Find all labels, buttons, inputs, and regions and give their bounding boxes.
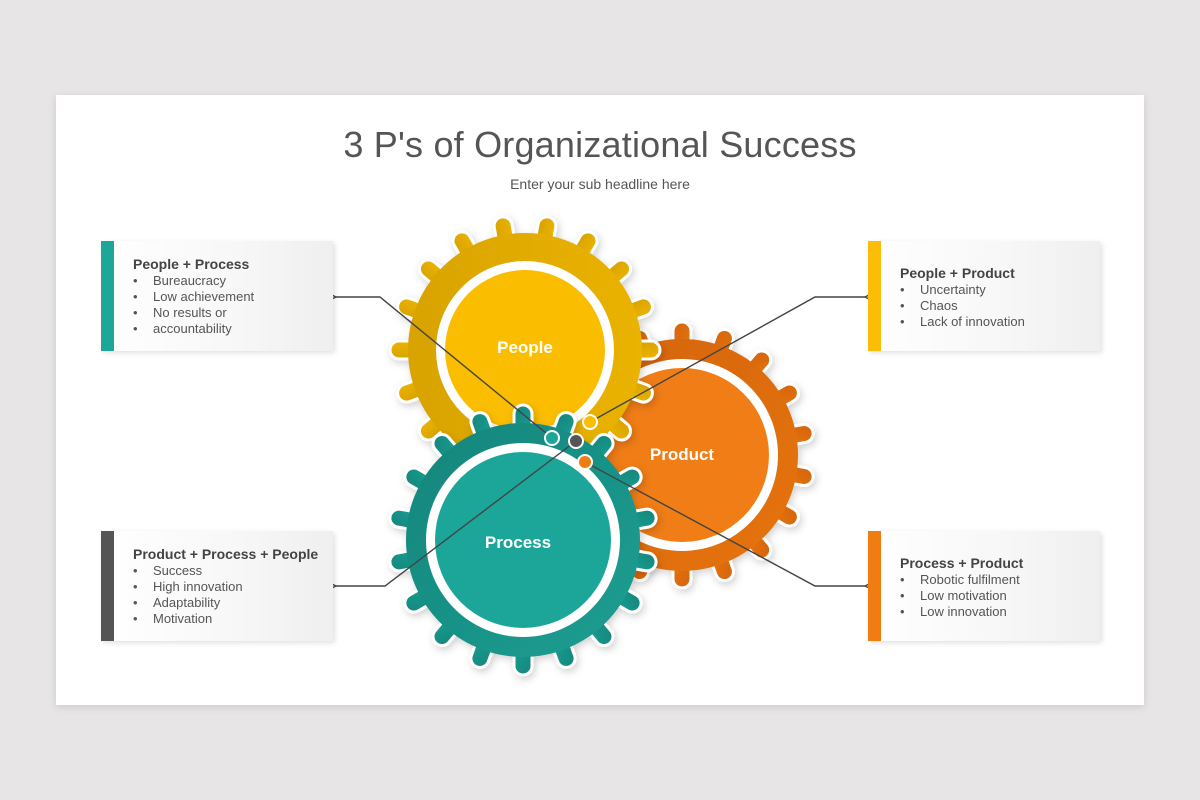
card-list: Success High innovation Adaptability Mot… (133, 563, 327, 627)
list-item: Lack of innovation (900, 314, 1094, 330)
dot-people-product (582, 414, 598, 430)
connector-people-product (589, 297, 865, 423)
card-process-product: Process + Product Robotic fulfilment Low… (868, 531, 1100, 641)
card-list: Bureaucracy Low achievement No results o… (133, 273, 327, 337)
list-item: Adaptability (133, 595, 327, 611)
list-item: Bureaucracy (133, 273, 327, 289)
process-gear-label: Process (484, 533, 552, 552)
connector-people-process (336, 297, 553, 439)
list-item: Success (133, 563, 327, 579)
card-list: Robotic fulfilment Low motivation Low in… (900, 572, 1094, 620)
list-item: Low achievement (133, 289, 327, 305)
card-all-three: Product + Process + People Success High … (101, 531, 333, 641)
dot-people-process (544, 430, 560, 446)
slide-subtitle: Enter your sub headline here (510, 176, 690, 192)
product-gear-label: Product (649, 445, 715, 464)
card-heading: People + Process (133, 256, 250, 272)
connector-lines (336, 297, 865, 586)
card-accent-bar (868, 531, 881, 641)
list-item: High innovation (133, 579, 327, 595)
card-accent-bar (868, 241, 881, 351)
list-item: Uncertainty (900, 282, 1094, 298)
dot-process-product (577, 454, 593, 470)
card-heading: People + Product (900, 265, 1015, 281)
process-gear (388, 403, 658, 677)
list-item: accountability (133, 321, 327, 337)
card-accent-bar (101, 531, 114, 641)
list-item: Robotic fulfilment (900, 572, 1094, 588)
card-list: Uncertainty Chaos Lack of innovation (900, 282, 1094, 330)
slide-title: 3 P's of Organizational Success (343, 124, 857, 165)
card-people-process: People + Process Bureaucracy Low achieve… (101, 241, 333, 351)
list-item: No results or (133, 305, 327, 321)
list-item: Low innovation (900, 604, 1094, 620)
list-item: Low motivation (900, 588, 1094, 604)
list-item: Motivation (133, 611, 327, 627)
people-gear (388, 215, 662, 485)
connector-process-product (584, 461, 865, 586)
card-accent-bar (101, 241, 114, 351)
card-people-product: People + Product Uncertainty Chaos Lack … (868, 241, 1100, 351)
list-item: Chaos (900, 298, 1094, 314)
connector-all-three (336, 440, 577, 586)
card-heading: Product + Process + People (133, 546, 319, 562)
people-gear-label: People (497, 338, 553, 357)
dot-all-three (568, 433, 584, 449)
card-heading: Process + Product (900, 555, 1024, 571)
